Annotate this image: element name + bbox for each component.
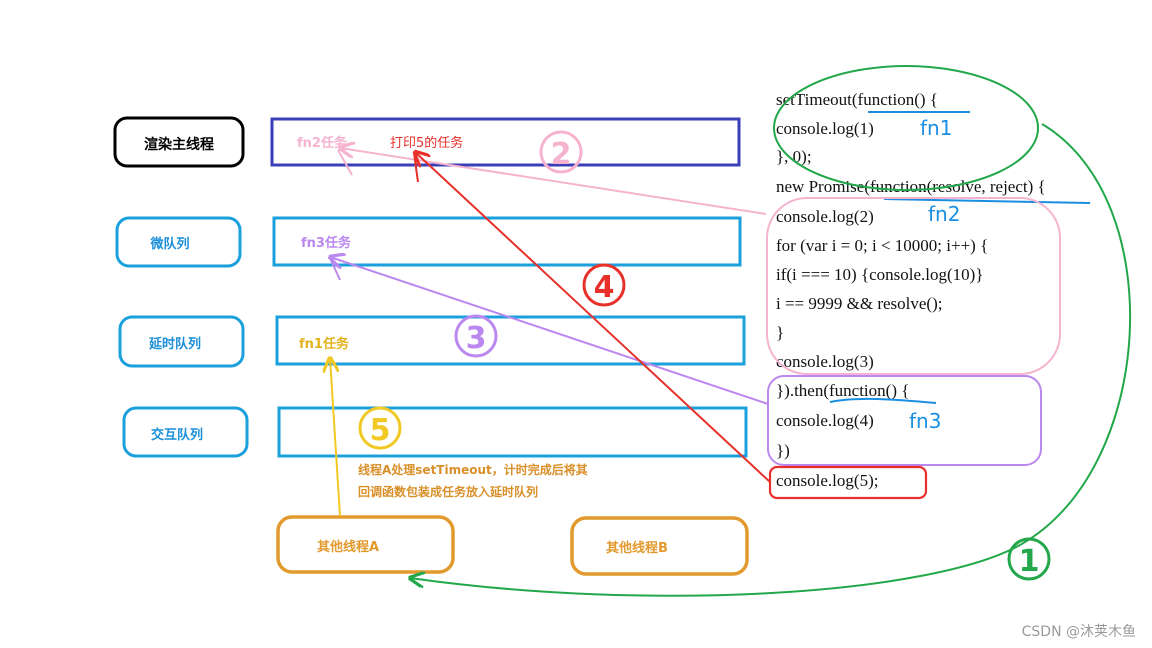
code-line: i == 9999 && resolve(); [776, 294, 942, 313]
render-main-thread-lane [270, 117, 741, 167]
function-underline-2 [883, 198, 1091, 204]
micro-queue-lane [272, 216, 742, 267]
step-3-number: 3 [466, 321, 487, 356]
code-line: } [776, 323, 784, 342]
note-line-2: 回调函数包装成任务放入延时队列 [358, 484, 538, 499]
step-4-number: 4 [594, 270, 615, 305]
step-5-marker: 5 [358, 406, 402, 450]
step-3-marker: 3 [454, 314, 498, 358]
fn2-task-label: fn2任务 [297, 135, 348, 151]
watermark: CSDN @沐荚木鱼 [1022, 623, 1136, 640]
other-thread-a-box [276, 515, 455, 574]
fn1-label: fn1 [920, 116, 952, 140]
step-5-number: 5 [370, 413, 391, 448]
step4-arrow-tail [413, 152, 419, 183]
interaction-queue-label: 交互队列 [151, 427, 203, 443]
code-line: console.log(3) [776, 352, 874, 371]
interaction-queue-label-box [122, 406, 249, 458]
step-4-marker: 4 [582, 263, 626, 307]
step3-arrow-tail [329, 257, 341, 281]
other-thread-b-label: 其他线程B [606, 540, 668, 556]
delay-queue-label-box [118, 315, 245, 368]
promise-region [766, 197, 1061, 375]
step-2-marker: 2 [539, 130, 583, 174]
other-thread-a-label: 其他线程A [317, 539, 379, 555]
code-line: if(i === 10) {console.log(10)} [776, 265, 984, 284]
step-2-number: 2 [551, 137, 572, 172]
note-line-1: 线程A处理setTimeout，计时完成后将其 [358, 462, 588, 477]
fn1-task-label: fn1任务 [299, 336, 350, 352]
micro-queue-label-box [115, 216, 242, 268]
step3-arrow [330, 257, 769, 405]
step-1-marker: 1 [1007, 537, 1051, 581]
print5-task-label: 打印5的任务 [390, 135, 463, 151]
render-main-thread-label-box [113, 116, 245, 168]
fn3-label: fn3 [909, 409, 941, 433]
delay-queue-label: 延时队列 [148, 336, 201, 352]
code-block: setTimeout(function() { console.log(1) }… [776, 90, 1046, 490]
step4-arrow [415, 152, 771, 483]
micro-queue-label: 微队列 [149, 236, 189, 252]
then-region [767, 375, 1042, 466]
step2-arrow [340, 148, 767, 215]
code-line: setTimeout(function() { [776, 90, 938, 109]
step2-arrow-tail [337, 149, 353, 176]
code-line: console.log(5); [776, 471, 878, 490]
settimeout-region [773, 65, 1039, 191]
step5-arrow [330, 358, 341, 517]
console-log5-region [768, 465, 928, 500]
code-line: console.log(4) [776, 411, 874, 430]
code-line: }) [776, 441, 790, 460]
render-main-thread-label: 渲染主线程 [144, 136, 214, 153]
code-line: for (var i = 0; i < 10000; i++) { [776, 236, 988, 255]
interaction-queue-lane [277, 406, 748, 458]
code-line: console.log(1) [776, 119, 874, 138]
function-underline-3 [829, 397, 937, 404]
code-line: new Promise(function(resolve, reject) { [776, 177, 1046, 196]
fn3-task-label: fn3任务 [301, 235, 352, 251]
code-line: }).then(function() { [776, 381, 909, 400]
fn2-label: fn2 [928, 202, 960, 226]
step-1-number: 1 [1019, 544, 1040, 579]
step1-arrow [410, 123, 1132, 597]
code-line: console.log(2) [776, 207, 874, 226]
other-thread-b-box [570, 516, 749, 576]
